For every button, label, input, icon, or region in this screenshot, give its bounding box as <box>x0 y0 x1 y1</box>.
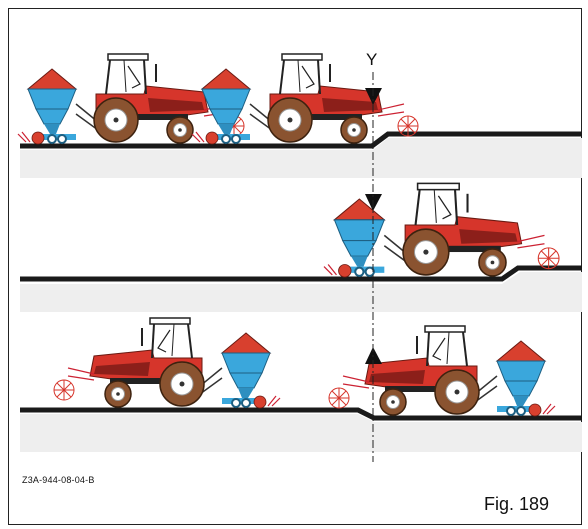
marker-label: Y <box>366 50 378 69</box>
drawing-code: Z3A-944-08-04-B <box>22 475 95 485</box>
ground-shading-left <box>20 150 373 178</box>
panel-2 <box>20 182 582 312</box>
ground-shading-left <box>20 284 518 312</box>
tractor-rig-3 <box>322 182 561 279</box>
ground-shading-left <box>20 414 358 452</box>
ground-shading-right <box>502 272 582 312</box>
panel-3 <box>20 317 582 452</box>
figure-caption: Fig. 189 <box>484 494 550 514</box>
ground-line <box>20 407 582 421</box>
panel-1 <box>17 53 582 178</box>
ground-shading-right <box>358 414 582 452</box>
ground-shading-right <box>373 138 582 178</box>
tractor-rig-2 <box>191 53 419 145</box>
down-arrow-marker <box>365 88 382 105</box>
ground-line <box>20 131 582 149</box>
tractor-rig-5 <box>328 325 556 417</box>
tractor-rig-4 <box>53 317 281 409</box>
ground-line <box>20 265 582 282</box>
